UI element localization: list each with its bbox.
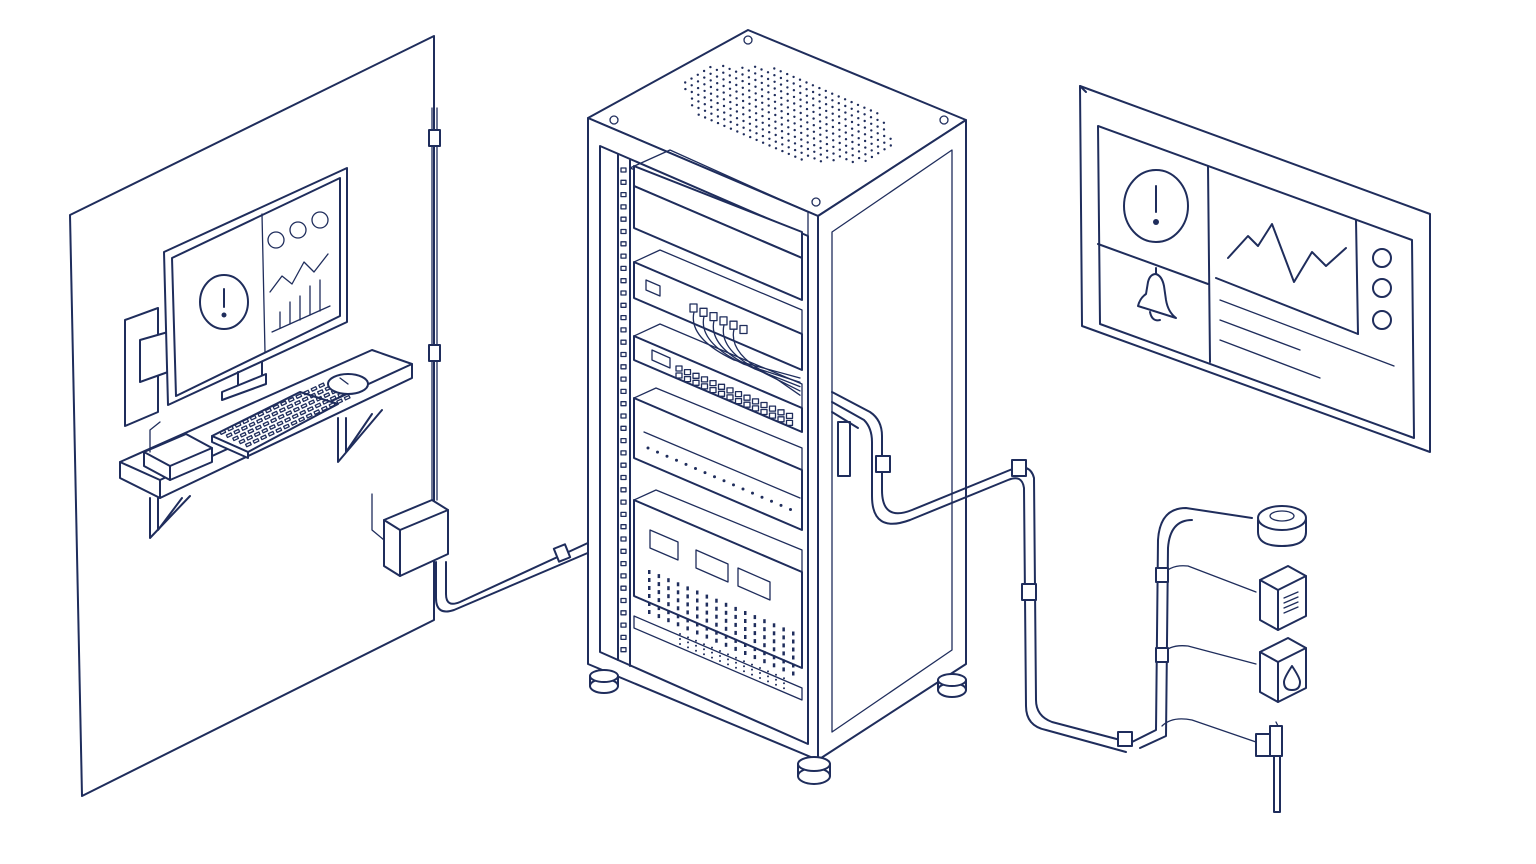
server-rack	[587, 29, 967, 785]
bar-chart-icon	[271, 279, 331, 333]
status-indicator-icon	[1372, 278, 1392, 298]
junction-box	[371, 493, 449, 577]
conduit-clip	[428, 344, 441, 362]
mouse	[327, 373, 369, 395]
humidity-sensor	[1259, 565, 1307, 631]
rack-unit-patch-panel	[633, 249, 803, 396]
sensor-conduit	[831, 391, 1133, 753]
rack-unit-power-supply	[633, 489, 803, 676]
wall-dashboard-display	[1079, 85, 1431, 453]
conduit-clip	[1011, 459, 1027, 477]
status-indicator-icon	[267, 231, 285, 249]
temperature-probe	[1255, 721, 1283, 813]
alert-icon	[1123, 169, 1189, 243]
rack-unit-switch	[633, 323, 803, 433]
sensor-branch-cables	[1131, 507, 1257, 749]
patch-cables	[692, 311, 801, 396]
speaker-grille-icon	[1283, 591, 1299, 614]
conduit-clip	[1117, 731, 1133, 747]
water-leak-sensor	[1259, 637, 1307, 703]
rack-unit-1	[633, 165, 803, 301]
conduit-to-rack	[435, 541, 591, 613]
smoke-sensor	[1257, 505, 1307, 547]
alert-icon	[199, 274, 249, 330]
rack-feet	[589, 669, 967, 785]
line-chart-icon	[269, 253, 329, 293]
line-chart-icon	[1227, 223, 1347, 283]
rack-unit-server	[633, 387, 803, 531]
keyboard	[211, 382, 351, 459]
wall-conduit	[428, 107, 441, 501]
desk-monitor	[163, 167, 348, 406]
conduit-clip	[1155, 567, 1169, 583]
probe-clamp	[1255, 733, 1271, 757]
top-vent-grille	[684, 64, 892, 164]
conduit-clip	[875, 455, 891, 473]
conduit-clip	[1155, 647, 1169, 663]
status-indicator-icon	[1372, 248, 1392, 268]
status-indicator-icon	[311, 211, 329, 229]
bell-icon	[1137, 267, 1177, 322]
rack-door-handle	[837, 421, 851, 477]
status-indicator-icon	[1372, 310, 1392, 330]
water-drop-icon	[1283, 665, 1301, 691]
conduit-clip	[428, 129, 441, 147]
rack-rail-holes	[620, 167, 627, 653]
conduit-clip	[1021, 583, 1037, 601]
mini-pc	[143, 421, 213, 481]
status-indicator-icon	[289, 221, 307, 239]
conduit-clip	[552, 543, 572, 563]
